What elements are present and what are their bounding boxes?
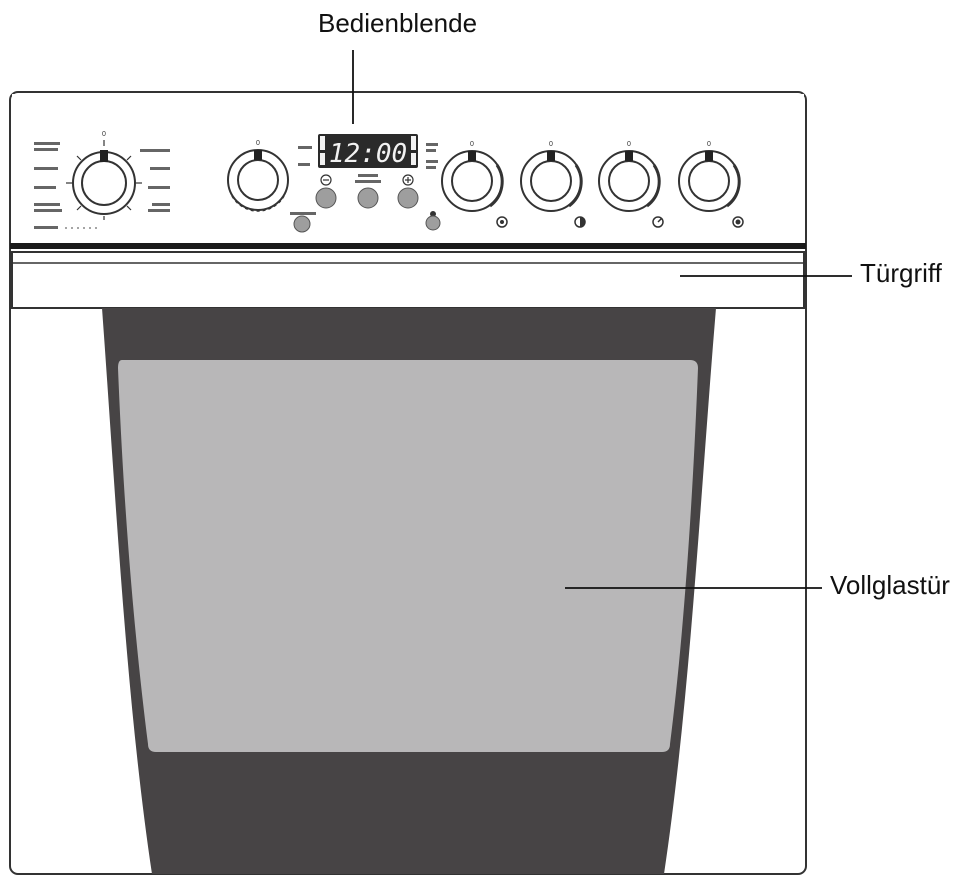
hob-knob-3[interactable]: 0 [598,141,661,212]
label-glass-door: Vollglastür [830,570,950,600]
glass-door [102,308,716,874]
svg-text:0: 0 [256,140,260,147]
label-door-handle: Türgriff [860,258,942,288]
door-glass-panel [118,360,698,752]
hob-zone-rear-left-icon [732,216,744,228]
light-button[interactable] [425,211,441,231]
hob-knob-1[interactable]: 0 [441,141,504,212]
hob-zone-front-right-icon [574,216,586,228]
oven-function-knob[interactable]: 0 [66,131,142,220]
svg-text:0: 0 [707,141,711,148]
svg-text:0: 0 [102,131,106,138]
hob-zone-rear-right-icon [652,216,664,228]
svg-text:0: 0 [627,141,631,148]
hob-knob-2[interactable]: 0 [520,141,583,212]
minus-button[interactable] [315,174,337,209]
display-side-marks [298,143,438,169]
auto-button[interactable] [355,174,381,209]
temperature-knob[interactable]: 0 [227,140,289,212]
control-panel: 0 0 [10,94,806,249]
hob-knob-4[interactable]: 0 [678,141,741,212]
panel-bottom-edge [10,243,806,249]
label-control-panel: Bedienblende [318,8,478,38]
clock-display: 12:00 [318,134,418,169]
fast-heat-button[interactable] [290,212,316,233]
svg-text:0: 0 [549,141,553,148]
svg-text:0: 0 [470,141,474,148]
function-dots [65,227,97,229]
function-label-marks [34,142,170,229]
door-handle [11,251,805,309]
hob-zone-front-left-icon [496,216,508,228]
plus-button[interactable] [397,174,419,209]
clock-time: 12:00 [329,139,407,169]
